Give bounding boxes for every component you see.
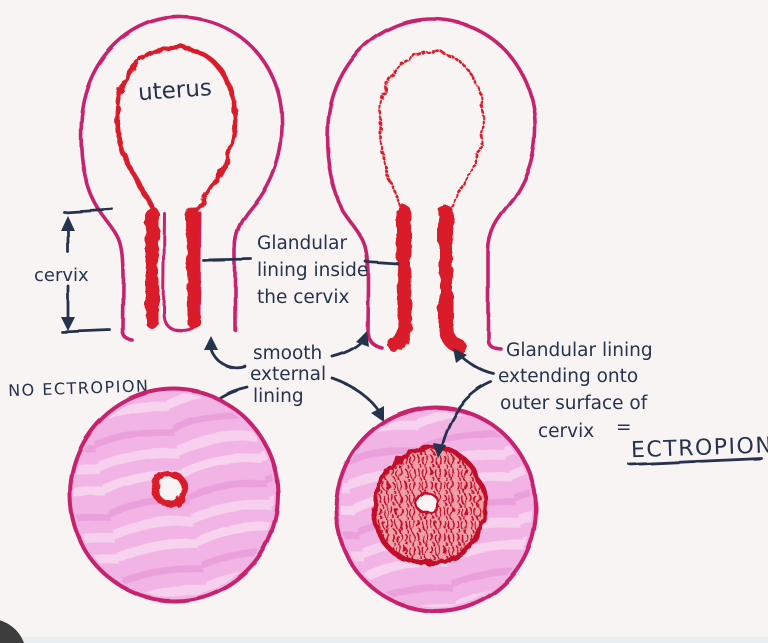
right-uterus-lip-left <box>366 333 383 349</box>
left-uterus-outline <box>78 15 284 335</box>
cervix-tick-bottom <box>60 328 112 334</box>
arrowhead-right-os <box>356 331 369 347</box>
arrowhead-left-os <box>204 336 218 350</box>
no-ectropion-label: NO ECTROPION <box>8 376 150 400</box>
right-uterine-lining <box>378 50 485 217</box>
right-canal-gland-strip-right <box>439 205 466 353</box>
arrowhead-right-circle <box>371 406 384 422</box>
glandular-inside-line2: lining inside <box>257 260 368 281</box>
right-uterus-lip-right <box>486 338 503 351</box>
smooth-external-line3: lining <box>253 386 304 407</box>
equals-sign: = <box>616 417 632 438</box>
cervix-arrowhead-down <box>61 317 75 331</box>
glandular-inside-line1: Glandular <box>257 233 347 254</box>
arrow-to-gland-patch <box>439 380 493 450</box>
left-canal-gland-strip-right <box>186 206 201 329</box>
right-canal-gland-strip-left <box>387 205 413 351</box>
corner-overlay <box>0 620 24 643</box>
glandular-extending-line1: Glandular lining <box>506 340 653 361</box>
arrow-to-right-circle <box>331 377 382 415</box>
smooth-external-line2: external <box>250 364 326 385</box>
label-glandular-extending: Glandular lining extending onto outer su… <box>433 340 768 466</box>
right-uterus-outline <box>325 17 537 342</box>
left-uterus-lip <box>121 331 134 342</box>
arrowhead-right-canal-bottom <box>453 348 467 363</box>
left-uterine-lining <box>114 44 238 213</box>
right-os-hole <box>414 491 440 515</box>
leader-to-right-canal <box>364 260 400 266</box>
right-uterus <box>325 17 537 353</box>
glandular-extending-line4: cervix <box>538 421 594 442</box>
right-cervix-view <box>334 405 538 613</box>
label-glandular-inside: Glandular lining inside the cervix <box>202 233 400 308</box>
uterus-label: uterus <box>137 75 212 106</box>
smooth-external-line1: smooth <box>253 343 322 364</box>
glandular-extending-line3: outer surface of <box>500 393 648 414</box>
cervix-tick-top <box>62 207 114 214</box>
ectropion-underline <box>627 456 763 466</box>
cervix-arrowhead-up <box>61 216 75 231</box>
left-uterus <box>78 15 284 342</box>
leader-to-left-canal <box>202 258 254 263</box>
left-os-ring <box>151 470 189 508</box>
glandular-extending-line2: extending onto <box>498 366 638 387</box>
glandular-inside-line3: the cervix <box>257 287 349 308</box>
left-cervix-view <box>68 387 280 603</box>
bottom-bar <box>0 637 768 643</box>
arrowhead-gland-patch <box>433 443 446 458</box>
cervix-label: cervix <box>34 265 89 286</box>
cervix-measure: cervix <box>34 207 114 334</box>
